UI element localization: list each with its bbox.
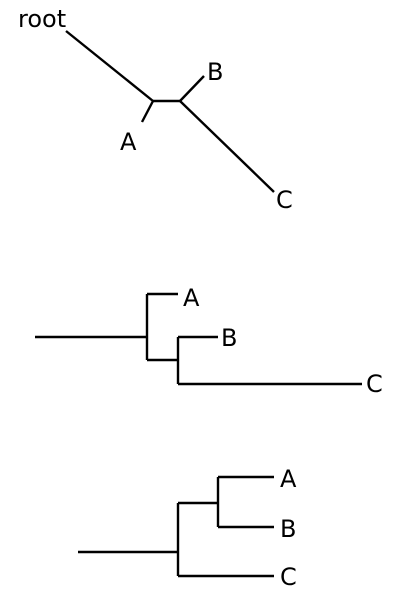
root-label: root — [18, 5, 66, 33]
leaf-label-b: B — [280, 515, 296, 543]
branch-b — [179, 75, 205, 102]
leaf-label-a: A — [120, 128, 137, 156]
leaf-label-c: C — [276, 186, 293, 214]
branch-a — [140, 100, 155, 123]
leaf-label-c: C — [280, 563, 297, 591]
rooted-tree-ab-clade: A B C — [78, 465, 297, 591]
leaf-label-b: B — [221, 324, 237, 352]
leaf-label-a: A — [280, 465, 297, 493]
branch-c — [179, 100, 275, 193]
leaf-label-c: C — [366, 370, 383, 398]
rooted-tree-long-c: A B C — [35, 284, 383, 398]
leaf-label-a: A — [183, 284, 200, 312]
unrooted-tree: root A B C — [18, 5, 293, 214]
root-branch — [65, 30, 154, 102]
leaf-label-b: B — [207, 58, 223, 86]
